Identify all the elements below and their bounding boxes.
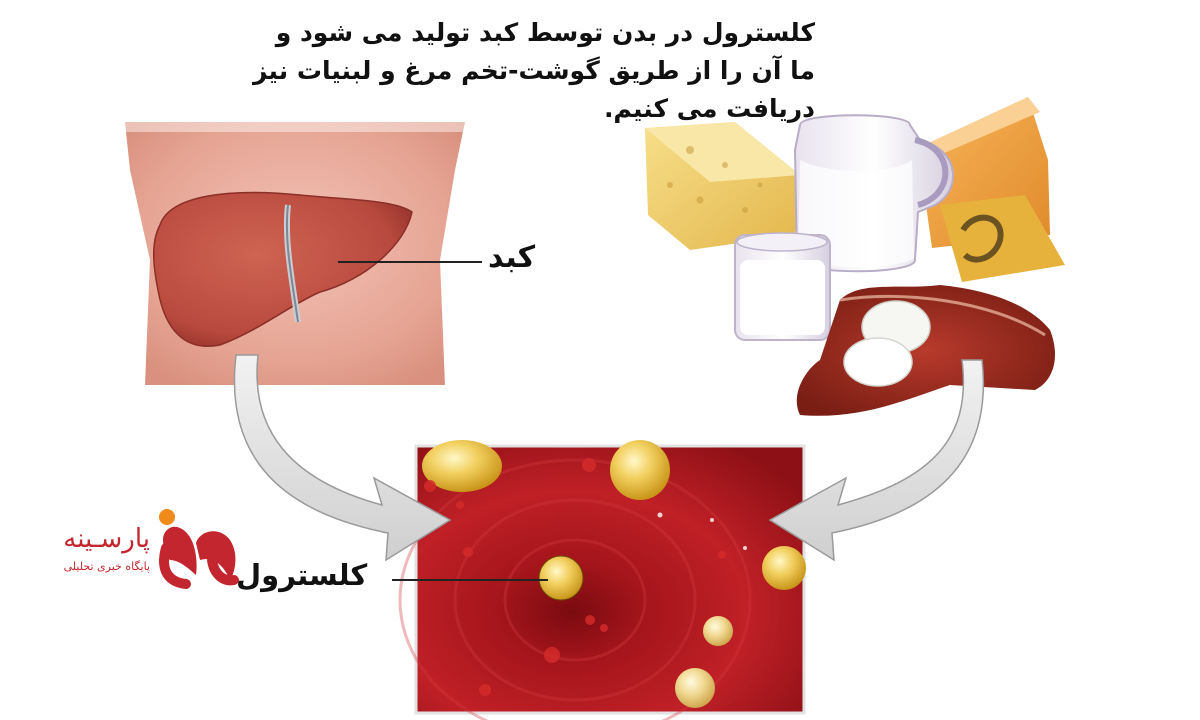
caption-line-2: ما آن را از طریق گوشت-تخم مرغ و لبنیات ن… — [253, 56, 815, 85]
liver-label: کبد — [488, 240, 536, 275]
small-white-dots — [657, 512, 747, 550]
liver-organ — [152, 191, 413, 347]
cholesterol-particles — [422, 440, 806, 708]
torso-illustration — [125, 122, 465, 385]
caption-line-3: دریافت می کنیم. — [603, 94, 815, 123]
caption-line-1: کلسترول در بدن توسط کبد تولید می شود و — [275, 18, 815, 47]
cholesterol-label: کلسترول — [236, 558, 368, 592]
blood-cells — [424, 458, 726, 696]
caption-text: کلسترول در بدن توسط کبد تولید می شود و م… — [175, 14, 815, 128]
arrow-from-liver — [233, 354, 452, 562]
brand-name: پارسـینه — [63, 524, 150, 554]
food-illustration — [645, 97, 1065, 416]
brand-logo-mark — [159, 509, 239, 589]
arrow-from-food — [768, 359, 985, 562]
brand-tagline: پایگاه خبری تحلیلی — [63, 560, 150, 573]
